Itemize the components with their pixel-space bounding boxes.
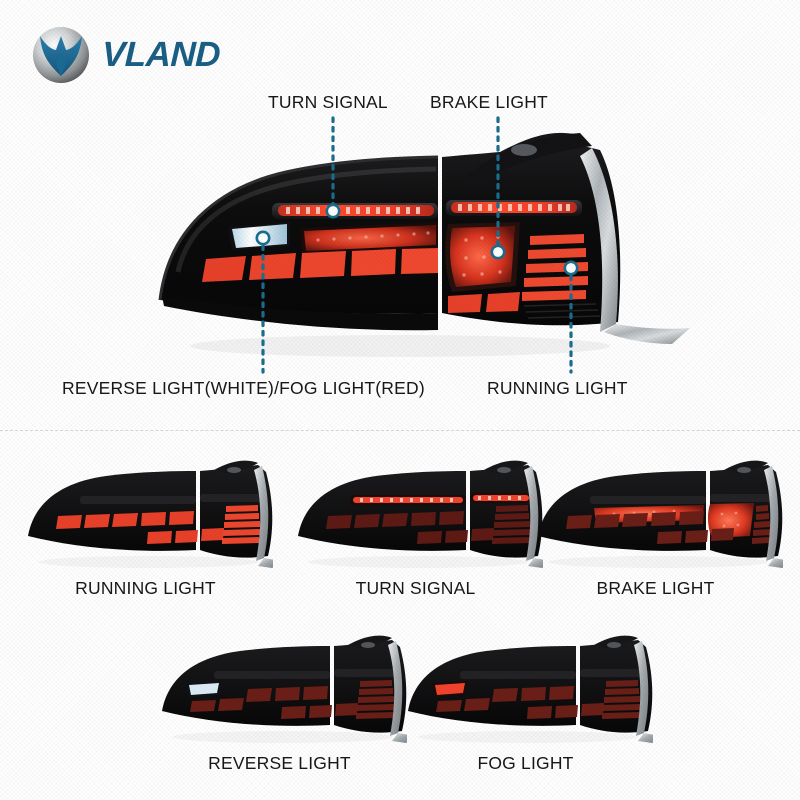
tail-light-turn-icon xyxy=(298,460,543,568)
tail-light-brake-icon xyxy=(538,460,783,568)
tail-light-fog-icon xyxy=(408,635,653,743)
variant-fog-light: FOG LIGHT xyxy=(398,633,653,774)
tail-light-assembly-icon xyxy=(158,116,690,374)
callout-marker-brake-light xyxy=(490,244,506,260)
variant-label-brake-light: BRAKE LIGHT xyxy=(596,578,715,598)
variant-row-1: RUNNING LIGHT xyxy=(0,440,800,615)
vland-wing-shield-icon xyxy=(33,27,89,83)
variant-running-light: RUNNING LIGHT xyxy=(18,458,273,599)
variant-turn-signal: TURN SIGNAL xyxy=(288,458,543,599)
brand-logo: VLAND xyxy=(30,24,221,86)
variant-label-reverse-light: REVERSE LIGHT xyxy=(208,753,351,773)
variant-label-fog-light: FOG LIGHT xyxy=(477,753,574,773)
callout-marker-turn-signal xyxy=(325,203,341,219)
variant-reverse-light: REVERSE LIGHT xyxy=(152,633,407,774)
callout-marker-running-light xyxy=(563,260,579,276)
callout-label-turn-signal: TURN SIGNAL xyxy=(268,92,388,112)
variant-label-turn-signal: TURN SIGNAL xyxy=(355,578,476,598)
tail-light-reverse-icon xyxy=(162,635,407,743)
tail-light-running-icon xyxy=(28,460,273,568)
callout-label-reverse-fog: REVERSE LIGHT(WHITE)/FOG LIGHT(RED) xyxy=(62,378,425,398)
callout-label-brake-light: BRAKE LIGHT xyxy=(430,92,548,112)
variant-brake-light: BRAKE LIGHT xyxy=(528,458,783,599)
section-divider xyxy=(0,430,800,431)
variant-row-2: REVERSE LIGHT xyxy=(0,615,800,775)
callout-label-running-light: RUNNING LIGHT xyxy=(487,378,628,398)
variant-label-running-light: RUNNING LIGHT xyxy=(75,578,216,598)
callout-marker-reverse-fog xyxy=(255,230,271,246)
hero-section: TURN SIGNAL BRAKE LIGHT REVERSE LIGHT(WH… xyxy=(62,92,690,398)
